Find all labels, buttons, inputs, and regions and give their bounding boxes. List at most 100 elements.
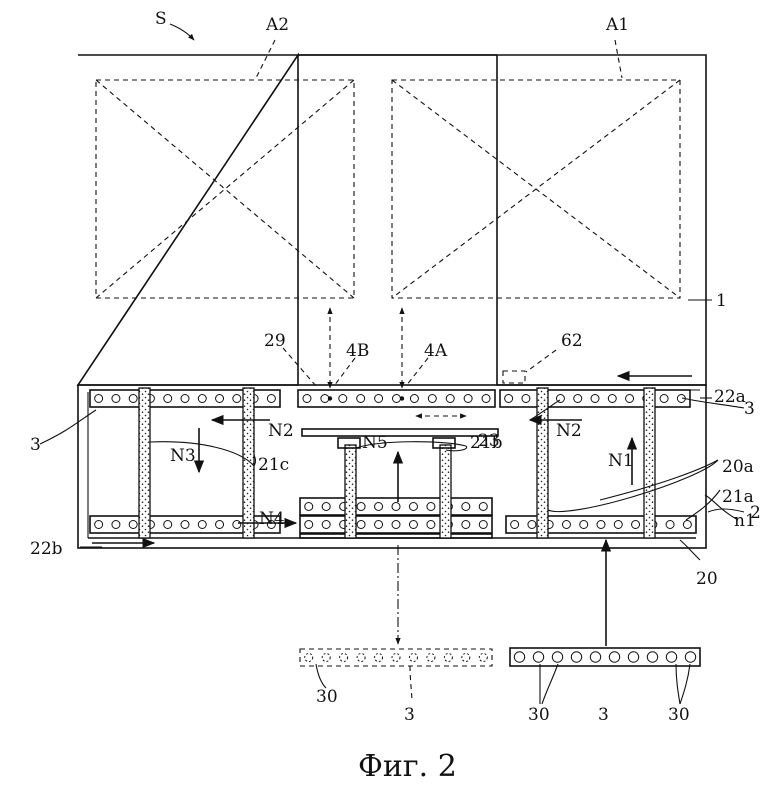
carrier-hole bbox=[392, 654, 400, 662]
carrier-hole bbox=[357, 503, 365, 511]
carrier-hole bbox=[597, 521, 605, 529]
carrier-hole bbox=[409, 521, 417, 529]
carrier-hole bbox=[392, 503, 400, 511]
carrier-hole bbox=[628, 652, 638, 662]
label-1: 1 bbox=[716, 291, 727, 311]
carrier-hole bbox=[580, 521, 588, 529]
carrier-hole bbox=[614, 521, 622, 529]
label-n4: N4 bbox=[259, 509, 285, 529]
carrier-hole bbox=[216, 395, 224, 403]
sensor-62 bbox=[503, 371, 525, 383]
label-22b: 22b bbox=[30, 539, 63, 559]
carrier-hole bbox=[462, 654, 470, 662]
carrier-hole bbox=[462, 503, 470, 511]
carrier-hole bbox=[632, 521, 640, 529]
carrier-hole bbox=[591, 395, 599, 403]
carrier-hole bbox=[571, 652, 581, 662]
carrier-hole bbox=[683, 521, 691, 529]
label-n1: N1 bbox=[608, 451, 634, 471]
carrier-hole bbox=[590, 652, 600, 662]
carrier-hole bbox=[608, 395, 616, 403]
carrier-hole bbox=[409, 654, 417, 662]
carrier-out bbox=[300, 649, 492, 666]
carrier-hole bbox=[181, 521, 189, 529]
figure-caption: Фиг. 2 bbox=[358, 749, 457, 784]
carrier-hole bbox=[464, 395, 472, 403]
carrier-hole bbox=[685, 652, 695, 662]
carrier-hole bbox=[95, 521, 103, 529]
label-62: 62 bbox=[561, 331, 583, 351]
carrier-hole bbox=[305, 503, 313, 511]
post-21a-left bbox=[537, 388, 548, 538]
carrier-hole bbox=[427, 521, 435, 529]
carrier-hole bbox=[322, 654, 330, 662]
label-s: S bbox=[155, 9, 167, 29]
carrier-hole bbox=[340, 654, 348, 662]
carrier-hole bbox=[129, 521, 137, 529]
post-21b-left bbox=[345, 445, 356, 538]
carrier-stack-1 bbox=[300, 498, 492, 515]
carrier-hole bbox=[427, 503, 435, 511]
carrier-hole bbox=[216, 521, 224, 529]
carrier-hole bbox=[164, 395, 172, 403]
bottom-leaders bbox=[316, 664, 690, 704]
label-20: 20 bbox=[696, 569, 718, 589]
carrier-hole bbox=[626, 395, 634, 403]
label-30-right: 30 bbox=[668, 705, 690, 725]
carrier-hole bbox=[522, 395, 530, 403]
carrier-hole bbox=[505, 395, 513, 403]
carrier-hole bbox=[375, 503, 383, 511]
label-30-mid: 30 bbox=[528, 705, 550, 725]
carrier-hole bbox=[660, 395, 668, 403]
carrier-hole bbox=[181, 395, 189, 403]
label-20a: 20a bbox=[722, 457, 754, 477]
carrier-hole bbox=[112, 521, 120, 529]
carrier-hole bbox=[410, 395, 418, 403]
carrier-hole bbox=[112, 395, 120, 403]
carrier-hole bbox=[479, 654, 487, 662]
label-3-bottom-right: 3 bbox=[598, 705, 609, 725]
carrier-hole bbox=[427, 654, 435, 662]
carrier-hole bbox=[129, 395, 137, 403]
label-21b: 21b bbox=[470, 433, 503, 453]
carrier-top-center bbox=[298, 390, 495, 407]
carrier-hole bbox=[375, 654, 383, 662]
label-n5: N5 bbox=[362, 433, 388, 453]
carrier-hole bbox=[479, 503, 487, 511]
carrier-hole bbox=[267, 395, 275, 403]
carrier-hole bbox=[482, 395, 490, 403]
label-3-right: 3 bbox=[744, 399, 755, 419]
label-30-left: 30 bbox=[316, 687, 338, 707]
carrier-hole bbox=[393, 395, 401, 403]
label-22a: 22a bbox=[714, 387, 746, 407]
carrier-hole bbox=[552, 652, 562, 662]
carrier-in bbox=[510, 648, 700, 666]
carrier-hole bbox=[666, 652, 676, 662]
carrier-stack-base bbox=[300, 534, 492, 538]
carrier-hole bbox=[375, 395, 383, 403]
carrier-hole bbox=[647, 652, 657, 662]
label-29: 29 bbox=[264, 331, 286, 351]
label-3-left: 3 bbox=[30, 435, 41, 455]
label-3-bottom-left: 3 bbox=[404, 705, 415, 725]
carrier-hole bbox=[164, 521, 172, 529]
carrier-hole bbox=[305, 521, 313, 529]
label-21a: 21a bbox=[722, 487, 754, 507]
carriers bbox=[90, 390, 700, 666]
carrier-hole bbox=[444, 654, 452, 662]
carrier-hole bbox=[357, 654, 365, 662]
carrier-top-right bbox=[500, 390, 690, 407]
post-21b-right bbox=[440, 445, 451, 538]
carrier-hole bbox=[339, 395, 347, 403]
target-hole bbox=[328, 396, 332, 400]
carrier-hole bbox=[322, 521, 330, 529]
carrier-stack-2 bbox=[300, 516, 492, 533]
transfer-plate-23 bbox=[302, 429, 498, 436]
carrier-hole bbox=[392, 521, 400, 529]
carrier-hole bbox=[233, 521, 241, 529]
carrier-hole bbox=[95, 395, 103, 403]
carrier-hole bbox=[528, 521, 536, 529]
label-21c: 21c bbox=[258, 455, 289, 475]
carrier-hole bbox=[574, 395, 582, 403]
